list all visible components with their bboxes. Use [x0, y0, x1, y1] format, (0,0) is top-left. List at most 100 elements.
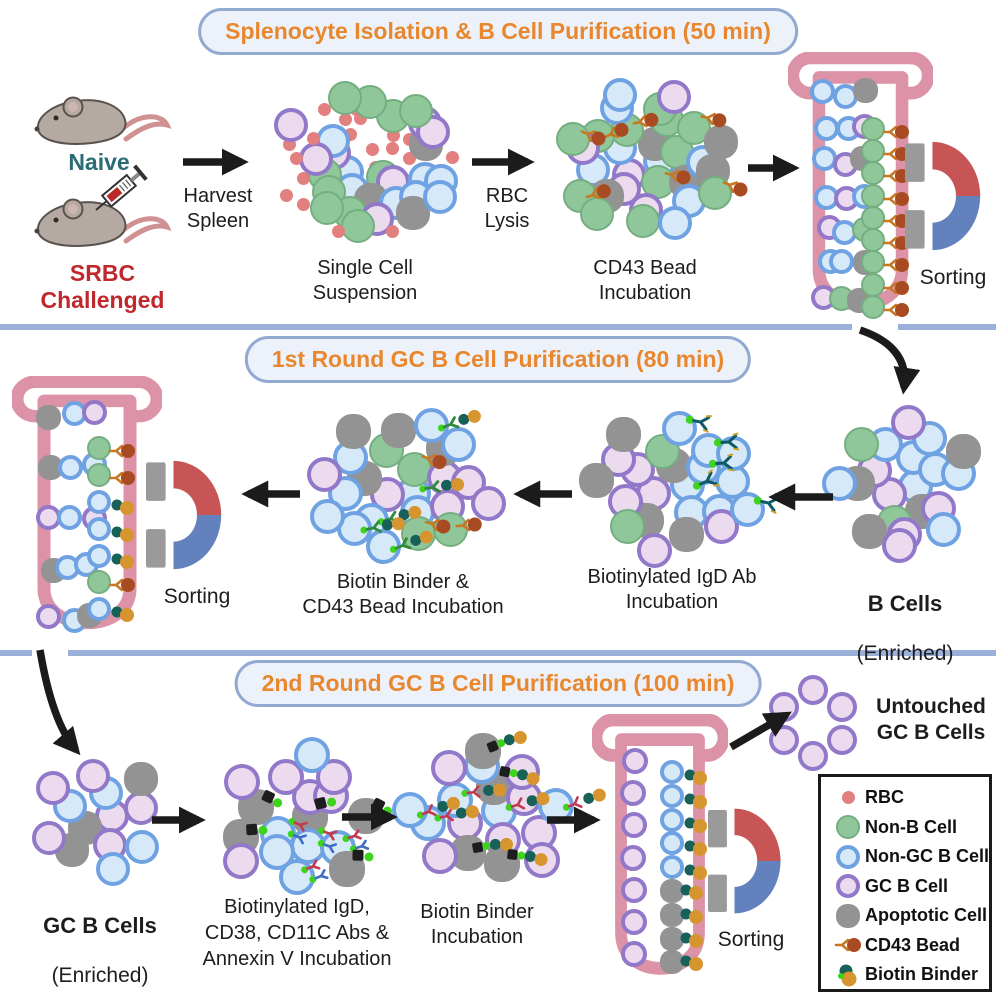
- cd43-bead-incubation-cluster: [545, 74, 748, 248]
- nonb-cell: [698, 176, 748, 210]
- sorting-tube-3: [592, 714, 728, 990]
- legend-item-cd43: CD43 Bead: [831, 931, 989, 961]
- nonb-cell: [861, 295, 909, 319]
- nongc-cell: [310, 499, 345, 534]
- igd-decoration-icon: [750, 488, 786, 523]
- gc-cell: [827, 692, 857, 722]
- nonb-cell: [861, 161, 909, 185]
- gc-cell: [637, 533, 672, 568]
- apo-cell: [669, 517, 704, 552]
- nonb-cell: [610, 509, 645, 544]
- biotin-binder-cd43-incubation-cluster: [296, 406, 508, 568]
- nongc-cell: [392, 792, 460, 828]
- apo-cell: [381, 413, 416, 448]
- legend-item-gc: GC B Cell: [831, 872, 989, 902]
- cd43-bead-incubation-label: CD43 Bead Incubation: [593, 257, 697, 304]
- gc-cell: [299, 142, 333, 176]
- flow-arrow: [858, 326, 921, 395]
- biotin-binder-cd43-incubation-label: Biotin Binder & CD43 Bead Incubation: [302, 571, 504, 618]
- single-cell-suspension-cluster: [260, 75, 470, 251]
- gc-cell: [36, 604, 61, 629]
- gc-cell: [798, 675, 828, 705]
- nongc-cell: [414, 408, 481, 443]
- gc-cell: [620, 845, 646, 871]
- rbc-cell: [307, 132, 320, 145]
- gc-cell: [32, 821, 66, 855]
- legend-item-apo: Apoptotic Cell: [831, 901, 989, 931]
- apo-cell: [660, 903, 703, 927]
- nongc-cell: [125, 830, 159, 864]
- nonb-cell: [310, 191, 344, 225]
- nonb-cell: [433, 512, 482, 547]
- nonb-cell: [580, 197, 614, 231]
- section-divider-2-right: [68, 650, 996, 656]
- sorting-label-2: Sorting: [163, 585, 231, 608]
- rbc-cell: [339, 113, 352, 126]
- nonb-cell: [87, 570, 135, 594]
- gc-cell: [504, 754, 540, 790]
- legend-item-rbc: RBC: [831, 783, 989, 813]
- gc-cell: [769, 725, 799, 755]
- nongc-cell: [279, 859, 329, 895]
- gc-icon: [831, 874, 865, 899]
- abs-annexin-incubation-cluster: [207, 737, 393, 898]
- nonb-cell: [861, 139, 909, 163]
- apo-cell: [660, 927, 703, 951]
- biotin-binder-incubation-cluster: [392, 730, 606, 894]
- magnet-icon-2: [146, 452, 231, 578]
- gc-cell: [422, 838, 458, 874]
- legend-label: Non-GC B Cell: [865, 846, 989, 867]
- gc-cell: [704, 509, 739, 544]
- gc-cell: [621, 909, 647, 935]
- nonb-cell: [341, 209, 375, 243]
- rbc-cell: [386, 225, 399, 238]
- gc-cell: [431, 750, 467, 786]
- apo-cell: [484, 846, 548, 882]
- nongc-cell: [366, 529, 433, 564]
- nongc-cell: [662, 411, 712, 446]
- nongc-cell: [87, 597, 134, 622]
- legend-item-nongc: Non-GC B Cell: [831, 842, 989, 872]
- gc-b-cells-enriched-label: GC B Cells (Enriched): [18, 888, 182, 996]
- apo-cell: [660, 950, 703, 974]
- srbc-challenged-label: SRBC Challenged: [40, 260, 165, 313]
- apo-cell: [606, 417, 641, 452]
- apo-cell: [124, 762, 158, 796]
- nongc-cell: [87, 544, 134, 569]
- nonb-cell: [401, 516, 451, 551]
- apo-cell: [465, 730, 527, 769]
- legend-label: Non-B Cell: [865, 816, 957, 837]
- nonb-icon: [831, 815, 865, 840]
- b-cells-enriched-label: B Cells (Enriched): [821, 566, 989, 691]
- gc-cell: [769, 692, 799, 722]
- gc-cell: [76, 759, 110, 793]
- rbc-cell: [386, 142, 399, 155]
- nonb-cell: [861, 206, 909, 230]
- nongc-cell: [812, 146, 837, 171]
- nongc-cell: [87, 490, 134, 515]
- rbc-cell: [297, 172, 310, 185]
- nongc-cell: [822, 466, 857, 501]
- apo-cell: [852, 514, 887, 549]
- naive-label: Naive: [68, 149, 130, 175]
- srbc-challenged-mouse-illustration: [24, 164, 174, 260]
- apo-cell: [348, 797, 393, 834]
- legend-label: GC B Cell: [865, 875, 949, 896]
- gc-cell: [224, 764, 260, 800]
- apo-icon: [831, 903, 865, 928]
- apo-cell: [704, 125, 738, 159]
- biotinylated-igd-incubation-cluster: [576, 408, 781, 568]
- gc-cell: [621, 941, 647, 967]
- section3-title: 2nd Round GC B Cell Purification (100 mi…: [234, 660, 762, 707]
- b-cells-label-sub: (Enriched): [856, 642, 954, 665]
- rbc-icon: [831, 791, 865, 805]
- nonb-cell: [861, 228, 909, 252]
- nongc-cell: [96, 852, 130, 886]
- gc-cell: [622, 748, 648, 774]
- nongc-cell: [660, 760, 707, 785]
- nongc-cell: [660, 831, 707, 856]
- nonb-cell: [861, 184, 909, 208]
- nongc-cell: [658, 206, 692, 240]
- magnet-icon-1: [905, 133, 990, 259]
- apo-cell: [660, 879, 703, 903]
